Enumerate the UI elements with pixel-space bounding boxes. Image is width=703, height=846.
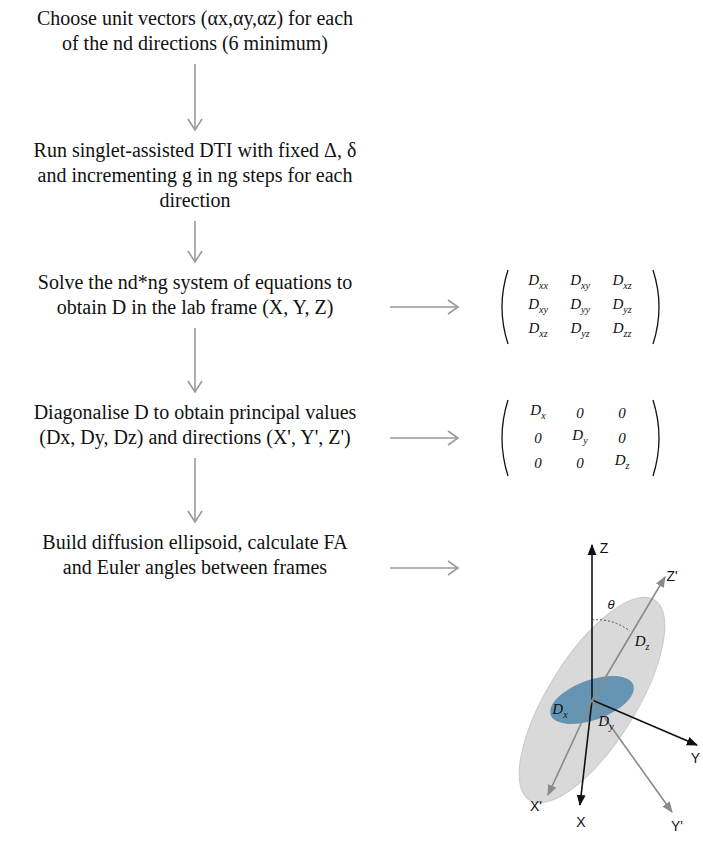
flow-arrow: [188, 64, 202, 130]
axis-label: Y: [691, 750, 700, 767]
matrix-entry: Dxx: [528, 272, 548, 294]
matrix-entry: Dyy: [570, 296, 590, 318]
step-text: Solve the nd*ng system of equations to o…: [35, 270, 355, 320]
matrix-entry: Dyz: [612, 296, 631, 318]
axis-label: Z: [600, 540, 609, 557]
process-step: Build diffusion ellipsoid, calculate FA …: [35, 530, 355, 580]
flow-arrow: [188, 458, 202, 522]
matrix-entry: Dxz: [612, 272, 631, 294]
matrix-entry: Dzz: [613, 320, 632, 342]
matrix-brackets: [502, 270, 659, 476]
matrix-entry: 0: [534, 430, 542, 447]
axis-label: X: [576, 814, 585, 831]
process-step: Choose unit vectors (αx,αy,αz) for each …: [30, 6, 360, 56]
axis-label: X': [530, 798, 542, 815]
axis-label: Dy: [598, 713, 613, 735]
diffusion-ellipsoid: [492, 545, 697, 823]
axis-label: Y': [671, 818, 683, 835]
matrix-entry: Dx: [530, 402, 545, 424]
matrix-entry: 0: [618, 405, 626, 422]
step-text: Choose unit vectors (αx,αy,αz) for each …: [30, 6, 360, 56]
matrix-entry: Dxz: [528, 320, 547, 342]
matrix-entry: Dy: [572, 427, 587, 449]
axis-label: θ: [607, 596, 614, 613]
matrix-entry: Dxy: [528, 296, 548, 318]
matrix-entry: Dyz: [570, 320, 589, 342]
step-text: Run singlet-assisted DTI with fixed Δ, δ…: [30, 138, 360, 213]
process-step: Solve the nd*ng system of equations to o…: [35, 270, 355, 320]
matrix-entry: Dxy: [570, 272, 590, 294]
axis-label: Z': [666, 568, 677, 585]
process-step: Run singlet-assisted DTI with fixed Δ, δ…: [30, 138, 360, 213]
flow-arrow: [188, 221, 202, 262]
flow-arrow: [188, 328, 202, 392]
side-arrows: [390, 300, 458, 575]
axis-label: Dz: [635, 633, 650, 655]
matrix-entry: Dz: [615, 452, 630, 474]
step-text: Diagonalise D to obtain principal values…: [25, 400, 365, 450]
matrix-entry: 0: [534, 455, 542, 472]
step-text: Build diffusion ellipsoid, calculate FA …: [35, 530, 355, 580]
matrix-entry: 0: [576, 455, 584, 472]
axis-label: Dx: [552, 701, 567, 723]
process-step: Diagonalise D to obtain principal values…: [25, 400, 365, 450]
matrix-entry: 0: [576, 405, 584, 422]
matrix-entry: 0: [618, 430, 626, 447]
